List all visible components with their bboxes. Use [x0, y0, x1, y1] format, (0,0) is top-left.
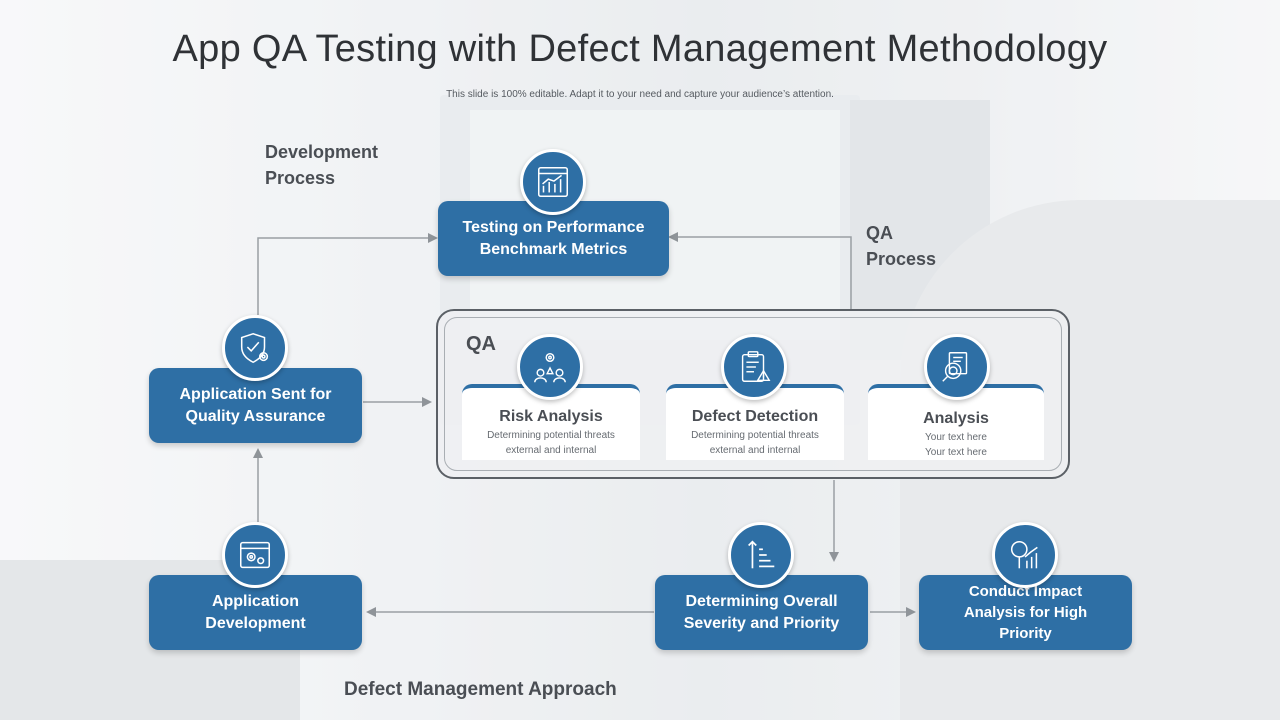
defect-management-label: Defect Management Approach — [344, 679, 617, 700]
shield-gear-icon — [222, 315, 288, 381]
development-process-label: Development Process — [265, 142, 379, 188]
arrow-sent-to-testing — [257, 233, 438, 315]
card-description: Determining potential threats external a… — [691, 430, 819, 456]
sort-ascending-icon — [728, 522, 794, 588]
determining-severity-node: Determining Overall Severity and Priorit… — [655, 575, 868, 650]
slide-title: App QA Testing with Defect Management Me… — [172, 28, 1108, 70]
browser-gear-icon — [222, 522, 288, 588]
card-title: Risk Analysis — [499, 408, 603, 425]
card-title: Analysis — [923, 410, 989, 427]
card-title: Defect Detection — [691, 408, 819, 425]
clipboard-warning-icon — [721, 334, 787, 400]
chart-dashboard-icon — [520, 149, 586, 215]
qa-panel-title: QA — [466, 333, 496, 355]
card-description: Determining potential threats external a… — [487, 430, 615, 456]
arrow-qa-to-testing — [668, 232, 852, 309]
magnifier-chart-icon — [992, 522, 1058, 588]
slide-subtitle: This slide is 100% editable. Adapt it to… — [446, 89, 834, 100]
qa-process-label: QA Process — [866, 223, 937, 269]
magnifier-document-icon — [924, 334, 990, 400]
card-description: Your text here Your text here — [925, 432, 987, 458]
team-gear-icon — [517, 334, 583, 400]
